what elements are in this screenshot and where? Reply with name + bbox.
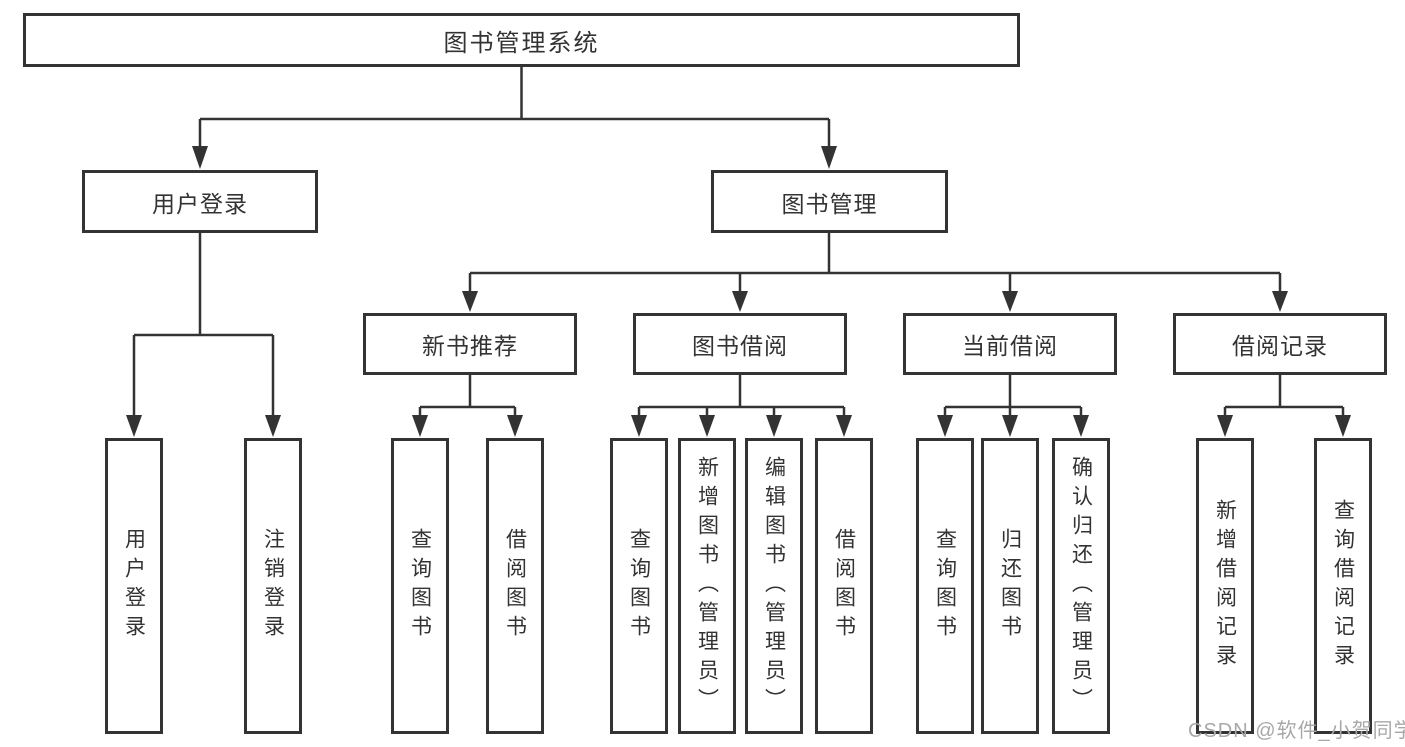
leaf-borrow-books-recommend: 借阅图书 <box>486 438 544 734</box>
node-label: 图书借阅 <box>692 333 788 359</box>
leaf-borrow-books: 借阅图书 <box>815 438 873 734</box>
leaf-logout: 注销登录 <box>244 438 302 734</box>
node-label: 注销登录 <box>261 528 285 644</box>
leaf-query-books-recommend: 查询图书 <box>391 438 449 734</box>
node-label: 当前借阅 <box>962 333 1058 359</box>
node-label: 新增图书（管理员） <box>695 455 719 717</box>
node-label: 归还图书 <box>998 528 1022 644</box>
node-user-login: 用户登录 <box>82 170 318 233</box>
node-borrow-records: 借阅记录 <box>1173 313 1387 375</box>
node-label: 借阅图书 <box>503 528 527 644</box>
leaf-query-books-borrow: 查询图书 <box>610 438 668 734</box>
node-label: 图书管理系统 <box>443 29 600 57</box>
leaf-return-books: 归还图书 <box>981 438 1039 734</box>
leaf-user-login: 用户登录 <box>105 438 163 734</box>
node-label: 查询图书 <box>408 528 432 644</box>
node-label: 图书管理 <box>781 190 878 217</box>
node-book-borrow: 图书借阅 <box>633 313 847 375</box>
csdn-watermark: CSDN @软件_小贺同学 <box>1188 720 1405 742</box>
leaf-confirm-return-admin: 确认归还（管理员） <box>1052 438 1110 734</box>
leaf-query-borrow-record: 查询借阅记录 <box>1314 438 1372 734</box>
leaf-query-books-current: 查询图书 <box>916 438 974 734</box>
node-label: 查询图书 <box>933 528 957 644</box>
node-label: 借阅图书 <box>832 528 856 644</box>
node-label: 用户登录 <box>152 190 248 217</box>
leaf-edit-books-admin: 编辑图书（管理员） <box>745 438 803 734</box>
node-library-system: 图书管理系统 <box>23 13 1020 67</box>
node-label: 新书推荐 <box>422 333 518 359</box>
node-book-management: 图书管理 <box>711 170 948 233</box>
node-label: 查询图书 <box>627 528 651 644</box>
leaf-add-borrow-record: 新增借阅记录 <box>1196 438 1254 734</box>
node-label: 确认归还（管理员） <box>1069 455 1093 717</box>
node-new-book-recommend: 新书推荐 <box>363 313 577 375</box>
node-label: 用户登录 <box>122 528 146 644</box>
node-label: 新增借阅记录 <box>1213 499 1237 673</box>
node-label: 查询借阅记录 <box>1331 499 1355 673</box>
node-label: 借阅记录 <box>1232 333 1328 359</box>
node-label: 编辑图书（管理员） <box>762 455 786 717</box>
leaf-add-books-admin: 新增图书（管理员） <box>678 438 736 734</box>
node-current-borrow: 当前借阅 <box>903 313 1117 375</box>
